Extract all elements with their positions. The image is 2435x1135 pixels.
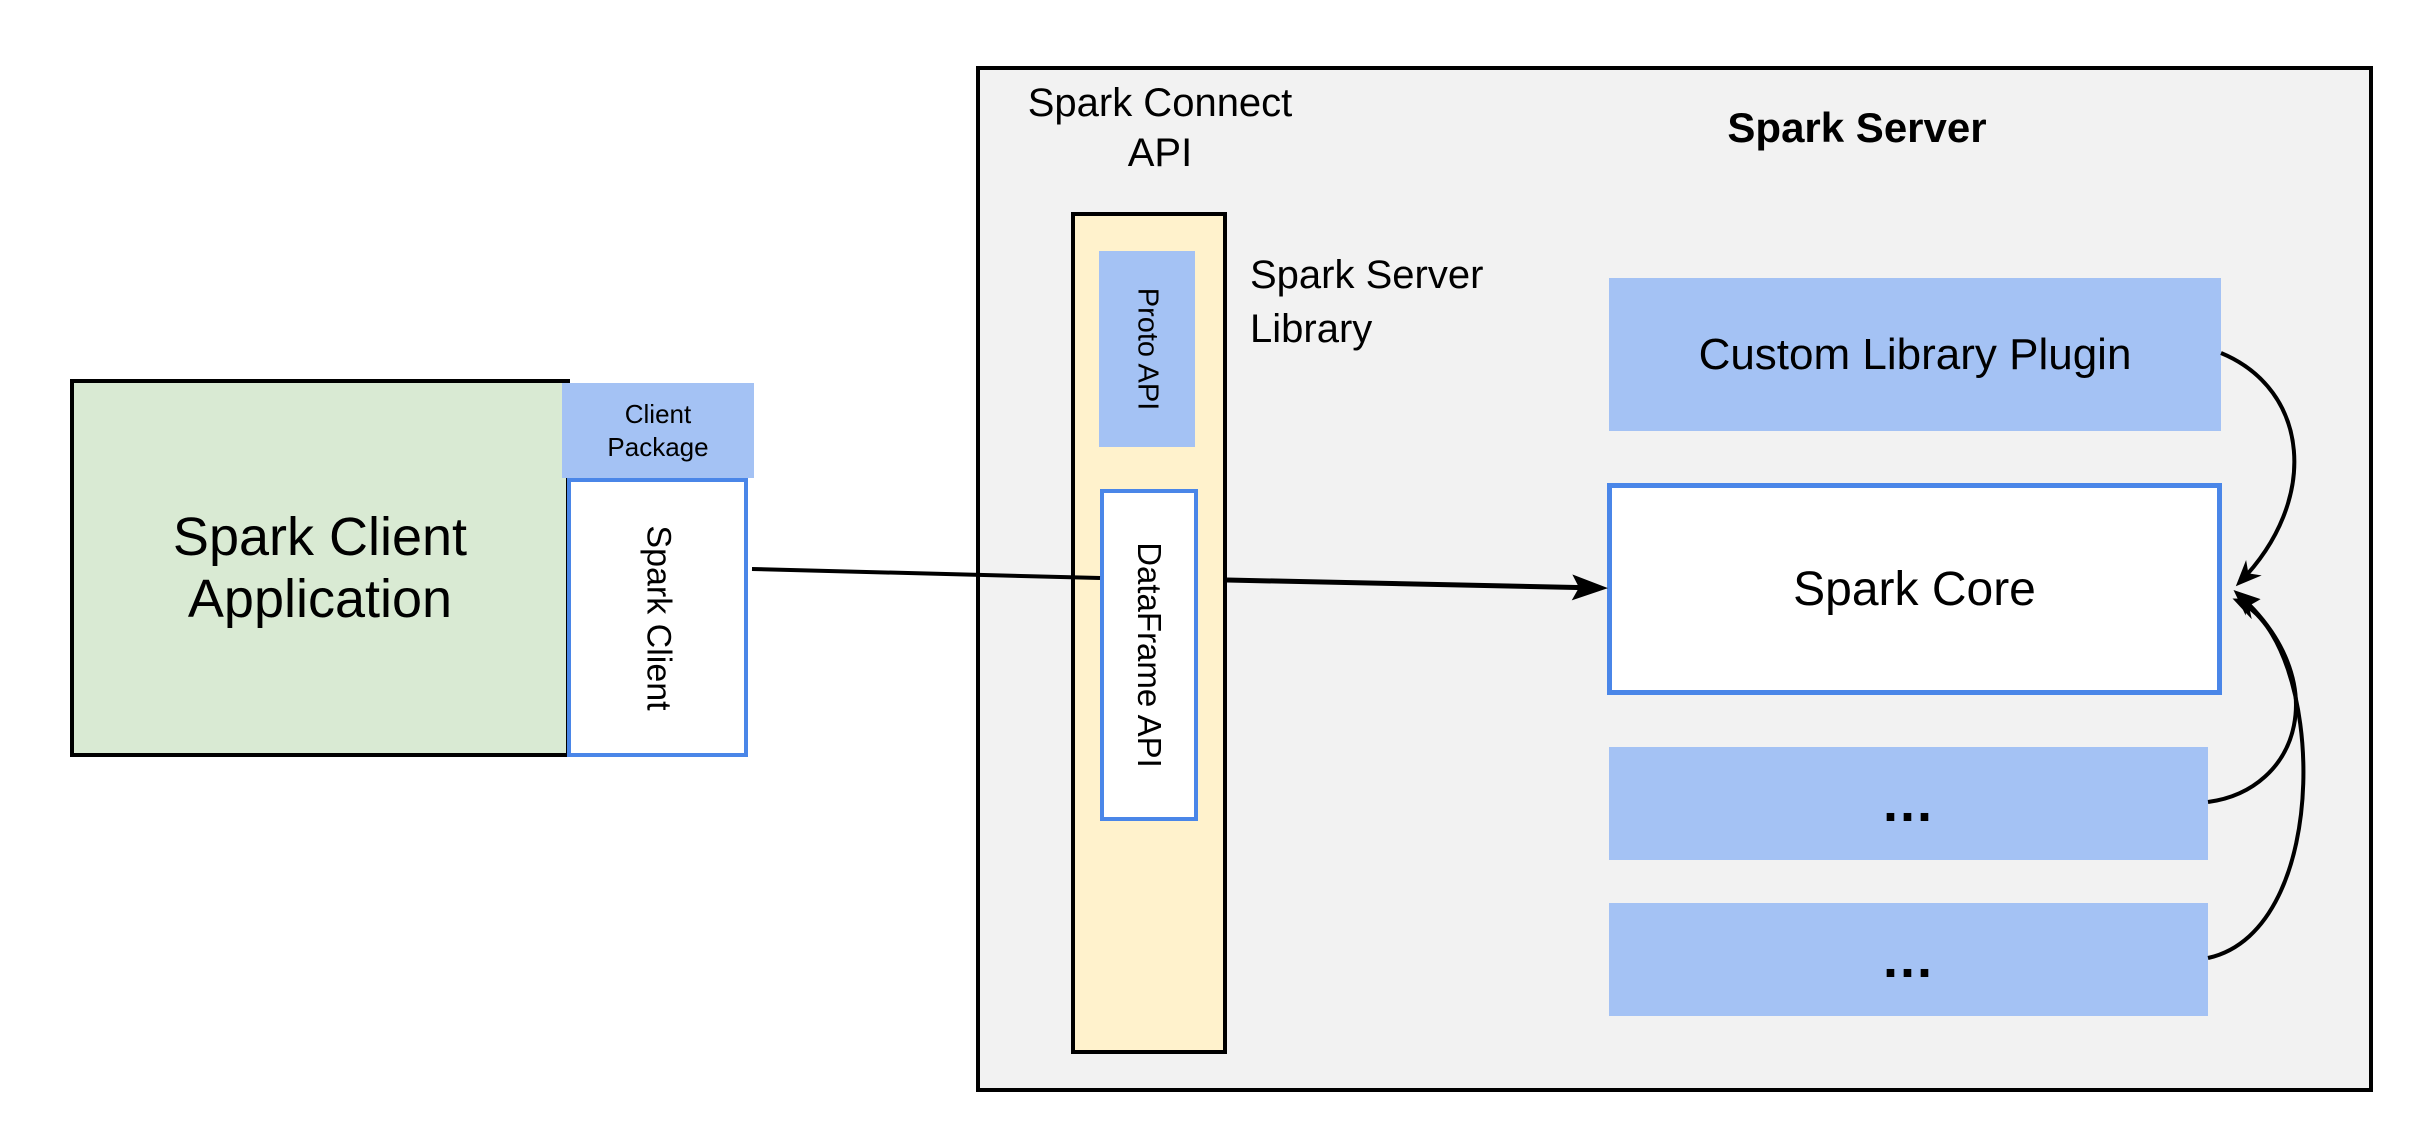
client-package-line1: Client: [624, 398, 692, 429]
spark-connect-api-label-line2: API: [1127, 131, 1193, 175]
spark-server-library-line1: Spark Server: [1250, 253, 1484, 297]
spark-connect-api-label: Spark Connect API: [990, 78, 1330, 178]
spark-core-box: Spark Core: [1607, 483, 2222, 695]
spark-client-label: Spark Client: [639, 524, 677, 711]
custom-library-plugin-label: Custom Library Plugin: [1698, 329, 2132, 379]
spark-core-label: Spark Core: [1793, 562, 2036, 616]
proto-api-label: Proto API: [1131, 287, 1164, 411]
dataframe-api-box: DataFrame API: [1100, 489, 1198, 821]
spark-client-box: Spark Client: [567, 478, 748, 757]
plugin-list-item-2: ...: [1609, 903, 2208, 1016]
plugin-list-item-1: ...: [1609, 747, 2208, 860]
plugin-list-item-1-label: ...: [1882, 773, 1934, 834]
client-package-line2: Package: [607, 431, 709, 462]
dataframe-api-label: DataFrame API: [1131, 542, 1168, 768]
spark-client-application-line1: Spark Client: [172, 507, 468, 567]
spark-server-library-line2: Library: [1250, 307, 1373, 351]
spark-server-title: Spark Server: [1727, 104, 1987, 151]
plugin-list-item-2-label: ...: [1882, 929, 1934, 990]
spark-connect-api-label-line1: Spark Connect: [1027, 81, 1293, 125]
client-package-box: Client Package: [562, 383, 754, 478]
proto-api-box: Proto API: [1099, 251, 1195, 447]
spark-server-library-label: Spark Server Library: [1250, 248, 1590, 356]
custom-library-plugin-box: Custom Library Plugin: [1609, 278, 2221, 431]
spark-client-application-box: Spark Client Application: [70, 379, 570, 757]
spark-client-application-line2: Application: [187, 569, 453, 629]
